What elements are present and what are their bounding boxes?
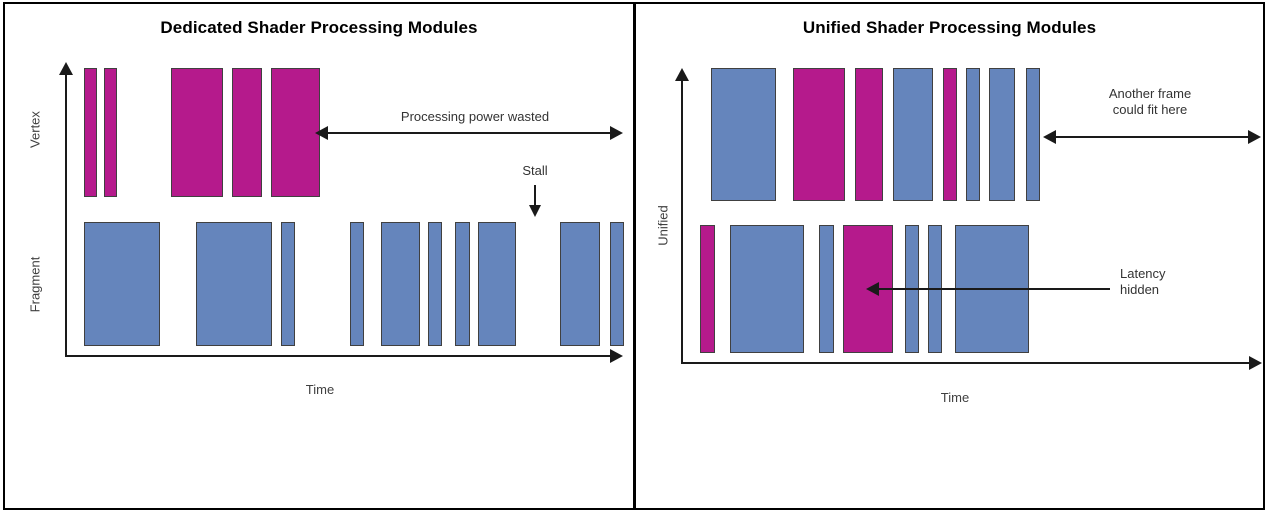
unified-task-bar — [855, 68, 883, 201]
processing-power-wasted-label: Processing power wasted — [400, 109, 550, 124]
unified-task-bar — [943, 68, 957, 201]
left-x-label-time: Time — [305, 382, 335, 397]
left-y-axis — [65, 74, 67, 356]
fragment-task-bar — [428, 222, 442, 346]
left-x-axis — [65, 355, 612, 357]
vertex-task-bar — [232, 68, 262, 197]
left-y-label-vertex: Vertex — [27, 111, 43, 148]
fragment-task-bar — [381, 222, 420, 346]
processing-power-wasted-arrow-right-icon — [610, 126, 623, 140]
another-frame-arrow-left-icon — [1043, 130, 1056, 144]
unified-task-bar — [793, 68, 845, 201]
vertex-task-bar — [84, 68, 97, 197]
another-frame-label: Another frame could fit here — [1108, 86, 1192, 117]
another-frame-arrow-right-icon — [1248, 130, 1261, 144]
left-y-axis-arrow-icon — [59, 62, 73, 75]
right-y-label-unified: Unified — [655, 205, 671, 246]
vertex-task-bar — [271, 68, 320, 197]
unified-task-bar — [893, 68, 933, 201]
vertex-task-bar — [171, 68, 223, 197]
fragment-task-bar — [196, 222, 272, 346]
vertex-task-bar — [104, 68, 117, 197]
fragment-task-bar — [478, 222, 516, 346]
fragment-task-bar — [455, 222, 470, 346]
latency-hidden-label: Latency hidden — [1120, 266, 1166, 297]
unified-task-bar — [966, 68, 980, 201]
dedicated-panel-title: Dedicated Shader Processing Modules — [160, 18, 478, 37]
another-frame-arrow-line — [1055, 136, 1250, 138]
right-x-axis — [681, 362, 1251, 364]
right-x-axis-arrow-icon — [1249, 356, 1262, 370]
latency-hidden-arrow-line — [878, 288, 1110, 290]
fragment-task-bar — [281, 222, 295, 346]
stall-arrow-line — [534, 185, 536, 207]
left-y-label-fragment: Fragment — [27, 256, 43, 313]
fragment-task-bar — [560, 222, 600, 346]
unified-task-bar — [1026, 68, 1040, 201]
latency-hidden-arrow-icon — [866, 282, 879, 296]
left-x-axis-arrow-icon — [610, 349, 623, 363]
unified-panel-title: Unified Shader Processing Modules — [802, 18, 1097, 37]
unified-task-bar — [730, 225, 804, 353]
stall-arrow-icon — [529, 205, 541, 217]
unified-task-bar — [989, 68, 1015, 201]
unified-task-bar — [819, 225, 834, 353]
right-y-axis-arrow-icon — [675, 68, 689, 81]
unified-task-bar — [700, 225, 715, 353]
unified-task-bar — [711, 68, 776, 201]
processing-power-wasted-arrow-left-icon — [315, 126, 328, 140]
right-x-label-time: Time — [940, 390, 970, 405]
right-y-axis — [681, 80, 683, 363]
fragment-task-bar — [350, 222, 364, 346]
stall-label: Stall — [522, 163, 548, 178]
fragment-task-bar — [84, 222, 160, 346]
processing-power-wasted-arrow-line — [327, 132, 612, 134]
fragment-task-bar — [610, 222, 624, 346]
